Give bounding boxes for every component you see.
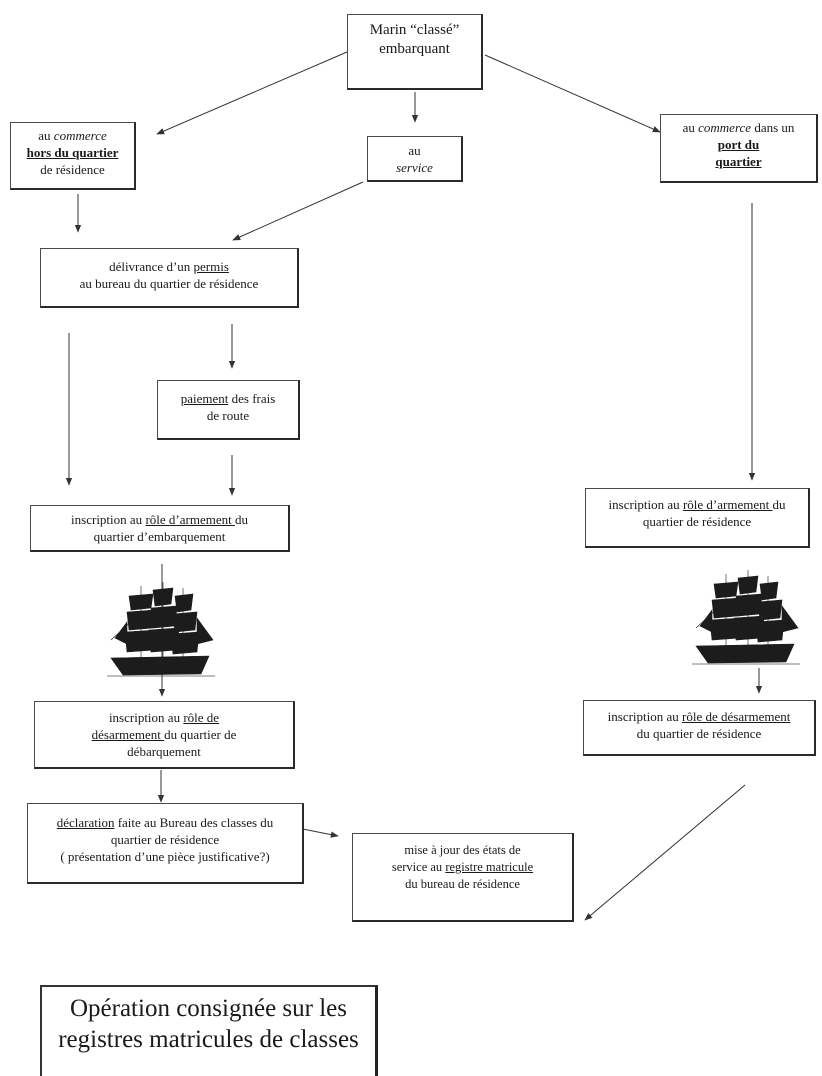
text-au-service-line1: au [408, 143, 421, 158]
text-port-du: port du [717, 137, 760, 152]
text-du: du [234, 512, 248, 527]
node-au-service: au service [367, 136, 463, 182]
node-desarmement-deb-line1: inscription au rôle de [39, 709, 289, 726]
node-desarmement-res-line2: du quartier de résidence [636, 726, 762, 741]
sailing-ship-icon [692, 570, 800, 665]
node-mise-a-jour: mise à jour des états de service au regi… [352, 833, 574, 922]
arrow-start-to-commerce-hors [156, 51, 348, 135]
node-role-armement-emb-line1: inscription au rôle d’armement du [35, 511, 284, 528]
text-role-de-desarmement: rôle de désarmement [682, 709, 791, 724]
text-declaration: déclaration [56, 815, 115, 830]
legend-box: Opération consignée sur les registres ma… [40, 985, 378, 1076]
node-paiement-frais: paiement des frais de route [157, 380, 300, 440]
node-marin-classe-line2: embarquant [379, 41, 450, 57]
text-delivrance: délivrance d’un [109, 259, 194, 274]
text-inscription-au-2: inscription au [608, 497, 683, 512]
arrow-start-to-commerce-port [484, 54, 661, 133]
text-registre-matricule: registre matricule [445, 860, 534, 874]
text-role-de: rôle de [183, 710, 220, 725]
text-role-armement: rôle d’armement [145, 512, 235, 527]
text-inscription-au-4: inscription au [607, 709, 683, 724]
node-declaration-line3: ( présentation d’une pièce justificative… [60, 849, 270, 864]
text-permis: permis [193, 259, 229, 274]
text-role-armement-2: rôle d’armement [682, 497, 773, 512]
text-hors-du-quartier: hors du quartier [26, 145, 119, 160]
node-desarmement-deb-line2: désarmement du quartier de [39, 726, 289, 743]
text-commerce-2: commerce [698, 120, 752, 135]
node-paiement-line1: paiement des frais [162, 390, 294, 407]
node-role-desarmement-debarquement: inscription au rôle de désarmement du qu… [34, 701, 295, 769]
text-service: service [396, 160, 433, 175]
node-commerce-hors-quartier: au commerce hors du quartier de résidenc… [10, 122, 136, 190]
node-role-desarmement-residence: inscription au rôle de désarmement du qu… [583, 700, 816, 756]
text-inscription-au: inscription au [71, 512, 146, 527]
text-commerce: commerce [53, 128, 107, 143]
text-au-2: au [682, 120, 699, 135]
node-role-armement-residence: inscription au rôle d’armement du quarti… [585, 488, 810, 548]
text-desarmement: désarmement [91, 727, 165, 742]
node-paiement-line2: de route [206, 408, 250, 423]
node-delivrance-permis: délivrance d’un permis au bureau du quar… [40, 248, 299, 308]
node-mise-a-jour-line1: mise à jour des états de [404, 843, 521, 857]
node-declaration: déclaration faite au Bureau des classes … [27, 803, 304, 884]
node-marin-classe: Marin “classé” embarquant [347, 14, 483, 90]
node-role-armement-res-line1: inscription au rôle d’armement du [590, 496, 804, 513]
node-desarmement-res-line1: inscription au rôle de désarmement [588, 708, 810, 725]
text-paiement: paiement [180, 391, 229, 406]
text-inscription-au-3: inscription au [108, 710, 184, 725]
arrow-desarmement-res-to-mise-a-jour [584, 784, 746, 921]
node-mise-a-jour-line3: du bureau de résidence [405, 877, 520, 891]
text-du-quartier-de: du quartier de [164, 727, 237, 742]
text-au: au [38, 128, 54, 143]
text-quartier: quartier [715, 154, 762, 169]
node-commerce-port-line1: au commerce dans un [665, 119, 812, 136]
text-faite-au-bureau: faite au Bureau des classes du [114, 815, 274, 830]
text-du-2: du [772, 497, 786, 512]
arrow-service-to-permis [232, 181, 364, 241]
text-dans-un: dans un [751, 120, 795, 135]
text-des-frais: des frais [228, 391, 276, 406]
node-role-armement-res-line2: quartier de résidence [642, 514, 752, 529]
node-mise-a-jour-line2: service au registre matricule [357, 859, 568, 876]
legend-line2: registres matricules de classes [58, 1026, 359, 1053]
text-service-au: service au [391, 860, 446, 874]
node-permis-line2: au bureau du quartier de résidence [79, 276, 259, 291]
node-role-armement-emb-line2: quartier d’embarquement [93, 529, 226, 544]
node-declaration-line2: quartier de résidence [110, 832, 220, 847]
node-commerce-port-quartier: au commerce dans un port du quartier [660, 114, 818, 183]
node-marin-classe-line1: Marin “classé” [369, 22, 460, 38]
legend-line1: Opération consignée sur les [69, 995, 347, 1022]
node-permis-line1: délivrance d’un permis [45, 258, 293, 275]
node-role-armement-embarquement: inscription au rôle d’armement du quarti… [30, 505, 290, 552]
node-desarmement-deb-line3: débarquement [127, 744, 201, 759]
node-commerce-hors-line1: au commerce [15, 127, 130, 144]
sailing-ship-icon [107, 582, 215, 677]
text-de-residence: de résidence [40, 162, 105, 177]
node-declaration-line1: déclaration faite au Bureau des classes … [32, 814, 298, 831]
